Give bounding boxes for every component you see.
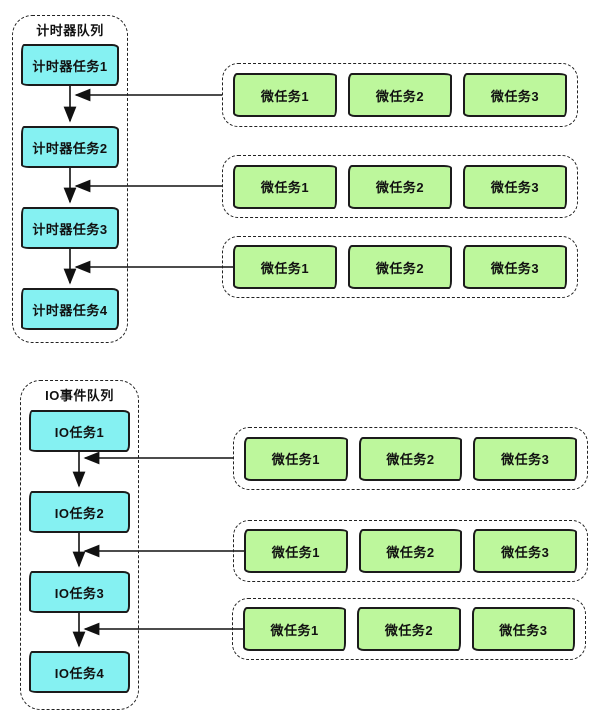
microtask-box: 微任务3	[471, 607, 575, 651]
io-task-3: IO任务3	[29, 571, 130, 613]
microtask-box: 微任务2	[348, 245, 452, 289]
microtask-box: 微任务2	[348, 164, 452, 209]
microtask-box: 微任务2	[357, 607, 461, 651]
timer-task-4: 计时器任务4	[21, 288, 119, 330]
microtask-box: 微任务1	[233, 164, 337, 209]
io-queue-title: IO事件队列	[45, 388, 114, 403]
microtask-box: 微任务1	[233, 73, 337, 117]
microtask-box: 微任务3	[473, 436, 578, 481]
microtask-box: 微任务1	[244, 436, 348, 481]
microtask-box: 微任务3	[463, 164, 567, 209]
io-microtask-group-1: 微任务1 微任务2 微任务3	[233, 427, 588, 490]
io-microtask-group-3: 微任务1 微任务2 微任务3	[232, 598, 586, 660]
timer-task-2: 计时器任务2	[21, 126, 119, 168]
io-task-1: IO任务1	[29, 410, 130, 452]
microtask-box: 微任务2	[358, 436, 463, 481]
microtask-box: 微任务3	[473, 529, 578, 573]
microtask-box: 微任务1	[233, 245, 337, 289]
timer-microtask-group-2: 微任务1 微任务2 微任务3	[222, 155, 578, 218]
timer-queue-title: 计时器队列	[36, 23, 104, 38]
microtask-box: 微任务1	[244, 529, 348, 573]
timer-microtask-group-1: 微任务1 微任务2 微任务3	[222, 63, 578, 127]
io-queue-container: IO事件队列 IO任务1 IO任务2 IO任务3 IO任务4	[20, 380, 139, 710]
timer-task-1: 计时器任务1	[21, 44, 119, 86]
timer-microtask-group-3: 微任务1 微任务2 微任务3	[222, 236, 578, 298]
microtask-box: 微任务3	[463, 73, 567, 117]
microtask-box: 微任务3	[463, 245, 567, 289]
microtask-box: 微任务1	[243, 607, 347, 651]
microtask-box: 微任务2	[348, 73, 452, 117]
io-task-2: IO任务2	[29, 491, 130, 533]
timer-queue-container: 计时器队列 计时器任务1 计时器任务2 计时器任务3 计时器任务4	[12, 15, 128, 343]
microtask-box: 微任务2	[358, 529, 463, 573]
io-microtask-group-2: 微任务1 微任务2 微任务3	[233, 520, 588, 582]
io-task-4: IO任务4	[29, 651, 130, 693]
timer-task-3: 计时器任务3	[21, 207, 119, 249]
